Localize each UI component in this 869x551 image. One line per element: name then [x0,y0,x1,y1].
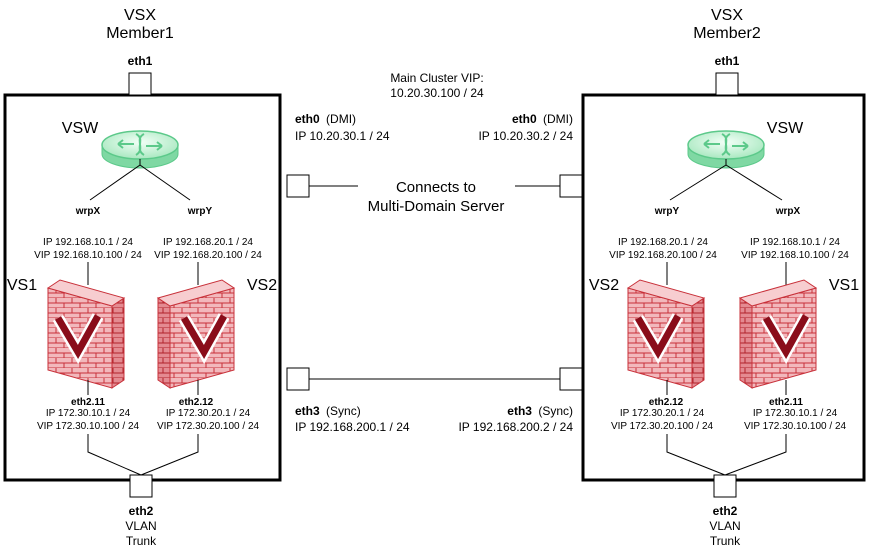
mds-connects-line2: Multi-Domain Server [368,198,505,215]
member2-if-left-name: eth2.12 [649,397,684,408]
member2-eth3-port [559,367,583,391]
member1-eth0-ip: IP 10.20.30.1 / 24 [295,129,390,143]
member1-vs-left-firewall-icon [48,280,124,388]
member1-if-right-name: eth2.12 [179,397,214,408]
member1-eth3-label: eth3 (Sync) [295,404,361,418]
member2-eth0-name: eth0 [512,112,537,126]
member2-eth3-label: eth3 (Sync) [507,404,573,418]
cluster-vip-value: 10.20.30.100 / 24 [390,86,484,100]
member2-eth2-line3: Trunk [710,534,741,548]
member1-trunk-link-right [140,434,199,476]
member1-wrp-right-name: wrpY [187,206,213,217]
member2-wrp-left-ip: IP 192.168.20.1 / 24 [618,237,708,248]
member2-if-left-vip: VIP 172.30.20.100 / 24 [611,421,714,432]
cluster-vip-label: Main Cluster VIP: [390,71,483,85]
member2-eth3-tag: (Sync) [538,404,573,418]
member1-trunk-link-left [87,434,142,476]
member2-eth0-port [559,174,583,198]
member1-eth3-tag: (Sync) [326,404,361,418]
member2-trunk-link-right [724,434,787,476]
member1-wrp-right-ip: IP 192.168.20.1 / 24 [163,237,253,248]
member1-if-left-vip: VIP 172.30.10.100 / 24 [37,421,140,432]
member2-vs-right-label: VS1 [829,277,859,294]
member1-eth3-port [286,367,310,391]
member1-wrp-left-vip: VIP 192.168.10.100 / 24 [34,250,142,261]
member1-eth0-name: eth0 [295,112,320,126]
member2-if-right-name: eth2.11 [769,397,803,408]
member2-title-line1: VSX [711,7,743,24]
member1-eth1-label: eth1 [128,54,153,68]
member1-eth3-name: eth3 [295,404,320,418]
member2-eth0-ip: IP 10.20.30.2 / 24 [478,129,573,143]
member2-eth0-label: eth0 (DMI) [512,112,573,126]
member2-vs-right-firewall-icon [740,280,816,388]
member2-title-line2: Member2 [693,25,761,42]
member2-if-left-ip: IP 172.30.20.1 / 24 [620,408,705,419]
member2-vs-left-firewall-icon [628,280,704,388]
member1-eth0-tag: (DMI) [326,112,356,126]
member1-wrp-left-ip: IP 192.168.10.1 / 24 [43,237,133,248]
member1-switch-link-right [139,164,191,201]
member1-eth1-port [128,72,152,96]
member2-if-right-ip: IP 172.30.10.1 / 24 [753,408,838,419]
member2-wrp-right-name: wrpX [775,206,801,217]
member2-trunk-link-left [666,434,726,476]
member1-wrp-right-vip: VIP 192.168.20.100 / 24 [154,250,262,261]
member1-eth3-ip: IP 192.168.200.1 / 24 [295,420,410,434]
member1-vs-right-firewall-icon [158,280,234,388]
member2-eth3-ip: IP 192.168.200.2 / 24 [458,420,573,434]
mds-connects-line1: Connects to [396,179,476,196]
member1-vsw-label: VSW [62,120,99,137]
member2-eth3-name: eth3 [507,404,532,418]
member1-vs-left-label: VS1 [7,277,37,294]
member1-eth2-line2: VLAN [125,519,156,533]
member2-eth1-port [715,72,739,96]
member2-wrp-left-name: wrpY [654,206,680,217]
member1-if-right-vip: VIP 172.30.20.100 / 24 [157,421,260,432]
member2-eth1-label: eth1 [715,54,740,68]
member2-wrp-right-vip: VIP 192.168.10.100 / 24 [741,250,849,261]
member1-vs-right-label: VS2 [247,277,277,294]
member2-wrp-left-vip: VIP 192.168.20.100 / 24 [609,250,717,261]
member1-wrp-left-name: wrpX [75,206,101,217]
member1-eth0-port [286,174,310,198]
member1-eth0-label: eth0 (DMI) [295,112,356,126]
member2-vsw-label: VSW [767,120,804,137]
member1-title-line2: Member1 [106,25,174,42]
member1-eth2-name: eth2 [129,504,154,518]
member1-title-line1: VSX [124,7,156,24]
member2-wrp-right-ip: IP 192.168.10.1 / 24 [750,237,840,248]
member1-eth2-port [129,474,153,498]
member2-switch-link-right [725,164,783,201]
member2-eth0-tag: (DMI) [543,112,573,126]
member2-vs-left-label: VS2 [589,277,619,294]
member1-if-right-ip: IP 172.30.20.1 / 24 [166,408,251,419]
member2-eth2-port [713,474,737,498]
member2-eth2-line2: VLAN [709,519,740,533]
member2-if-right-vip: VIP 172.30.10.100 / 24 [744,421,847,432]
member1-if-left-name: eth2.11 [71,397,105,408]
member1-eth2-line3: Trunk [126,534,157,548]
member1-if-left-ip: IP 172.30.10.1 / 24 [46,408,131,419]
member2-eth2-name: eth2 [713,504,738,518]
